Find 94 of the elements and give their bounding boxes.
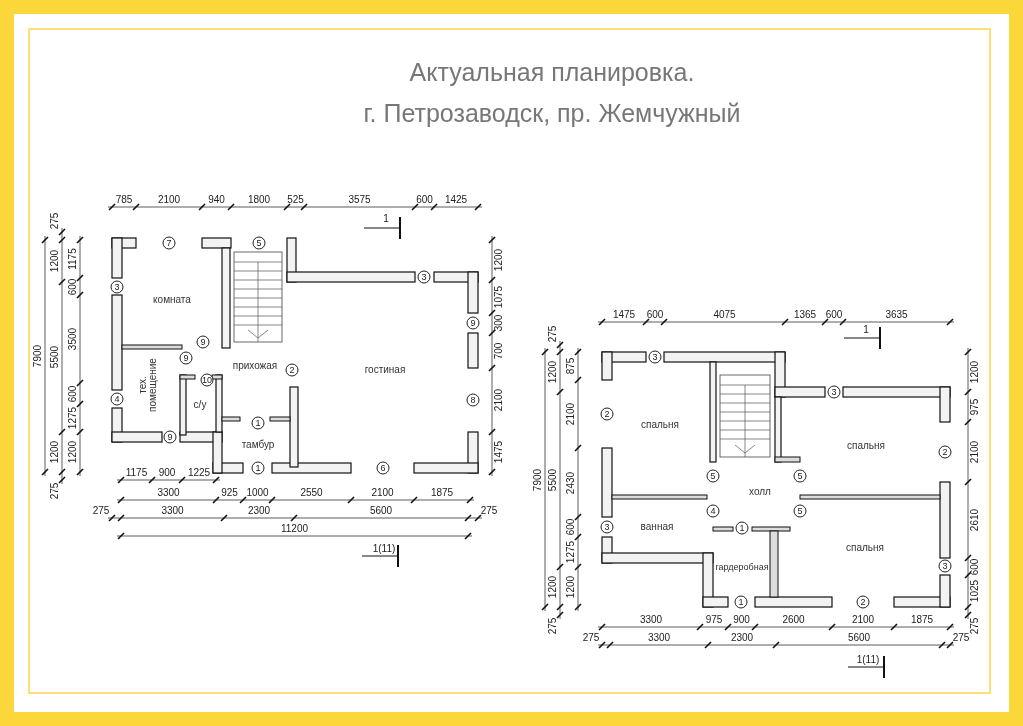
dimension-label: 975 <box>970 398 980 416</box>
dimension-label: 3500 <box>68 327 78 351</box>
dimension-label: 975 <box>705 615 723 625</box>
dimension-label: 1200 <box>548 575 558 599</box>
dimension-label: 2600 <box>782 615 805 625</box>
section-label: 1(11) <box>372 544 396 554</box>
dimension-label: 7900 <box>33 344 43 368</box>
room-label: тех. помещение <box>138 357 158 414</box>
dimension-label: 1875 <box>430 488 454 498</box>
dimension-label: 5500 <box>50 345 60 369</box>
dimension-label: 600 <box>68 385 78 402</box>
dimension-label: 600 <box>970 558 980 575</box>
dimension-label: 275 <box>548 325 558 343</box>
dimension-label: 1200 <box>68 440 78 464</box>
room-label: спальня <box>641 420 679 430</box>
dimension-label: 275 <box>50 482 60 500</box>
dimension-label: 600 <box>646 310 664 320</box>
dimension-label: 275 <box>952 633 970 643</box>
room-label: ванная <box>640 522 674 532</box>
dimension-label: 1200 <box>566 575 576 599</box>
room-label: гардеробная <box>715 562 769 572</box>
dimension-label: 2610 <box>970 508 980 532</box>
dimension-label: 1365 <box>793 310 817 320</box>
dimension-label: 1000 <box>246 488 269 498</box>
dimension-label: 3300 <box>157 488 180 498</box>
dimension-label: 3575 <box>348 195 371 205</box>
dimension-label: 11200 <box>280 524 309 534</box>
dimension-label: 275 <box>970 617 980 635</box>
dimension-label: 275 <box>92 506 110 516</box>
dimension-label: 275 <box>548 617 558 635</box>
dimension-label: 1200 <box>970 360 980 384</box>
room-label: спальня <box>847 441 885 451</box>
dimension-label: 3300 <box>161 506 184 516</box>
dimension-label: 2100 <box>371 488 394 498</box>
dimension-label: 875 <box>566 357 576 375</box>
dimension-label: 275 <box>582 633 600 643</box>
dimension-label: 1875 <box>910 615 934 625</box>
dimension-label: 5600 <box>369 506 393 516</box>
dimension-label: 2100 <box>566 402 576 426</box>
dimension-label: 600 <box>825 310 843 320</box>
dimension-label: 2300 <box>730 633 754 643</box>
dimension-label: 1075 <box>494 285 504 308</box>
room-label: холл <box>749 487 771 497</box>
dimension-label: 3635 <box>885 310 908 320</box>
dimension-label: 1175 <box>68 248 78 270</box>
room-label: прихожая <box>232 361 278 371</box>
dimension-label: 1425 <box>444 195 468 205</box>
dimension-label: 2100 <box>851 615 875 625</box>
dimension-label: 2100 <box>157 195 181 205</box>
dimension-label: 900 <box>733 615 750 625</box>
section-label: 1(11) <box>856 655 880 665</box>
dimension-label: 275 <box>50 212 60 230</box>
dimension-label: 1475 <box>612 310 636 320</box>
dimension-label: 5600 <box>847 633 871 643</box>
dimension-label: 2430 <box>566 471 576 494</box>
dimension-label: 300 <box>494 314 504 332</box>
room-label: спальня <box>846 543 884 553</box>
dimension-label: 275 <box>480 506 498 516</box>
dimension-label: 900 <box>158 468 176 478</box>
dimension-label: 1275 <box>566 540 576 564</box>
dimension-label: 600 <box>566 518 576 536</box>
dimension-label: 1200 <box>494 248 504 272</box>
dimension-label: 1200 <box>50 249 60 273</box>
dimension-label: 2300 <box>247 506 271 516</box>
dimension-label: 2100 <box>494 388 504 412</box>
section-label: 1 <box>383 214 389 224</box>
dimension-label: 1025 <box>970 579 980 603</box>
dimension-label: 785 <box>115 195 133 205</box>
dimension-label: 1275 <box>68 406 78 430</box>
dimension-label: 1225 <box>187 468 211 478</box>
dimension-label: 2100 <box>970 440 980 464</box>
dimension-label: 600 <box>416 195 433 205</box>
section-label: 1 <box>863 325 869 335</box>
dimension-label: 525 <box>287 195 304 205</box>
room-label: гостиная <box>364 365 406 375</box>
dimension-label: 7900 <box>533 468 543 491</box>
dimension-label: 700 <box>494 342 504 359</box>
dimension-label: 925 <box>221 488 238 498</box>
title: Актуальная планировка. г. Петрозаводск, пр. Жемчужный <box>362 57 742 130</box>
room-label: комната <box>153 295 191 305</box>
dimension-label: 600 <box>68 278 78 295</box>
dimension-label: 5500 <box>548 468 558 491</box>
dimension-label: 2550 <box>300 488 323 498</box>
dimension-label: 3300 <box>647 633 671 643</box>
dimension-label: 4075 <box>713 310 736 320</box>
dimension-label: 1175 <box>125 468 148 478</box>
dimension-label: 940 <box>208 195 225 205</box>
room-label: тамбур <box>241 440 275 450</box>
dimension-label: 1200 <box>50 440 60 464</box>
dimension-label: 1800 <box>247 195 271 205</box>
dimension-label: 1475 <box>494 440 504 464</box>
dimension-label: 3300 <box>639 615 663 625</box>
room-label: с/у <box>193 400 207 410</box>
dimension-label: 1200 <box>548 360 558 384</box>
